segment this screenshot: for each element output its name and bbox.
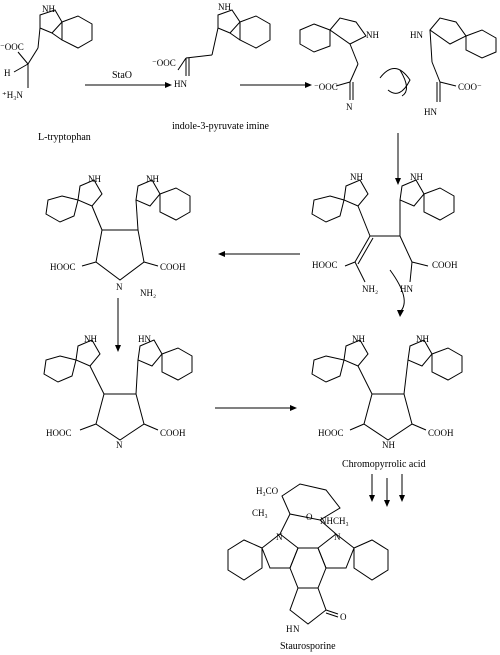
arrowhead-stao xyxy=(165,82,172,88)
atom-h: H xyxy=(4,68,11,78)
atom-cooh: COOH xyxy=(428,428,454,438)
atom-nh: NH xyxy=(42,4,55,14)
atom-nh2: NH₂ xyxy=(140,288,156,298)
atom-hn: HN xyxy=(410,30,423,40)
atom-hooc: HOOC xyxy=(50,262,76,272)
staurosporine-structure: H₃CO CH₃ O NHCH₃ N N H N O xyxy=(227,483,389,634)
atom-n: NH xyxy=(382,440,395,450)
multi-step-arrows xyxy=(369,474,405,507)
label-indole-imine: indole-3-pyruvate imine xyxy=(172,121,269,132)
label-staurosporine: Staurosporine xyxy=(280,641,336,652)
atom-nh: NH xyxy=(410,172,423,182)
atom-nh: NH xyxy=(352,334,365,344)
label-chromopyrrolic: Chromopyrrolic acid xyxy=(342,459,426,470)
atom-h3co: H₃CO xyxy=(256,486,279,496)
atom-n: N xyxy=(276,532,283,542)
atom-hooc: HOOC xyxy=(312,260,338,270)
atom-nh2: NH₂ xyxy=(362,284,378,294)
arrowhead-right-row3 xyxy=(290,405,297,411)
atom-o: O xyxy=(306,512,313,522)
label-stao: StaO xyxy=(112,70,132,81)
atom-nh: NH xyxy=(416,334,429,344)
l-tryptophan-structure: NH ⁻OOC H ⁺H₃N xyxy=(0,4,93,100)
atom-nh: NH xyxy=(84,334,97,344)
atom-coo-minus: ⁻OOC xyxy=(0,42,24,52)
arrowhead-down-left xyxy=(115,345,121,352)
atom-hooc: HOOC xyxy=(318,428,344,438)
2h-pyrrole-structure: NH HN HOOC COOH N xyxy=(43,334,193,450)
atom-cooh: COOH xyxy=(432,260,458,270)
atom-coo-minus: COO⁻ xyxy=(458,82,482,92)
label-l-tryptophan: L-tryptophan xyxy=(38,132,91,143)
atom-n: N xyxy=(293,624,300,634)
atom-hn: HN xyxy=(138,334,151,344)
atom-nh: NH xyxy=(146,174,159,184)
atom-coo-minus: ⁻OOC xyxy=(314,82,338,92)
arrowhead-2 xyxy=(305,82,312,88)
atom-nh: NH xyxy=(218,2,231,12)
atom-h3n: ⁺H₃N xyxy=(2,90,23,100)
atom-cooh: COOH xyxy=(160,262,186,272)
atom-o: O xyxy=(340,612,347,622)
atom-n: N xyxy=(334,532,341,542)
indole-pyruvate-imine-structure: NH ⁻OOC HN xyxy=(152,2,271,89)
atom-ch3: CH₃ xyxy=(252,508,268,518)
atom-cooh: COOH xyxy=(160,428,186,438)
atom-hooc: HOOC xyxy=(46,428,72,438)
atom-nhch3: NHCH₃ xyxy=(320,516,349,526)
arrowhead-left xyxy=(218,251,225,257)
atom-nh: NH xyxy=(366,30,379,40)
atom-nh: NH xyxy=(350,172,363,182)
coupling-arrow xyxy=(379,68,411,94)
chromopyrrolic-acid-structure: NH NH HOOC COOH NH xyxy=(311,334,463,450)
cyclization-arrow xyxy=(389,269,405,313)
arrowhead-down-1 xyxy=(395,178,401,185)
atom-h: H xyxy=(286,624,293,634)
atom-hn: HN xyxy=(424,107,437,117)
atom-nh: NH xyxy=(88,174,101,184)
atom-hn: HN xyxy=(400,284,413,294)
atom-n: N xyxy=(116,282,123,292)
atom-hn: N xyxy=(346,102,353,112)
atom-hn: HN xyxy=(174,79,187,89)
radical-pair-structure: NH ⁻OOC N HN COO⁻ HN xyxy=(299,17,497,117)
atom-n: N xyxy=(116,440,123,450)
pyrroline-intermediate-structure: NH NH HOOC COOH N NH₂ xyxy=(45,174,191,298)
atom-coo-minus: ⁻OOC xyxy=(152,58,176,68)
diene-intermediate-structure: NH NH HOOC COOH NH₂ HN xyxy=(311,172,458,317)
